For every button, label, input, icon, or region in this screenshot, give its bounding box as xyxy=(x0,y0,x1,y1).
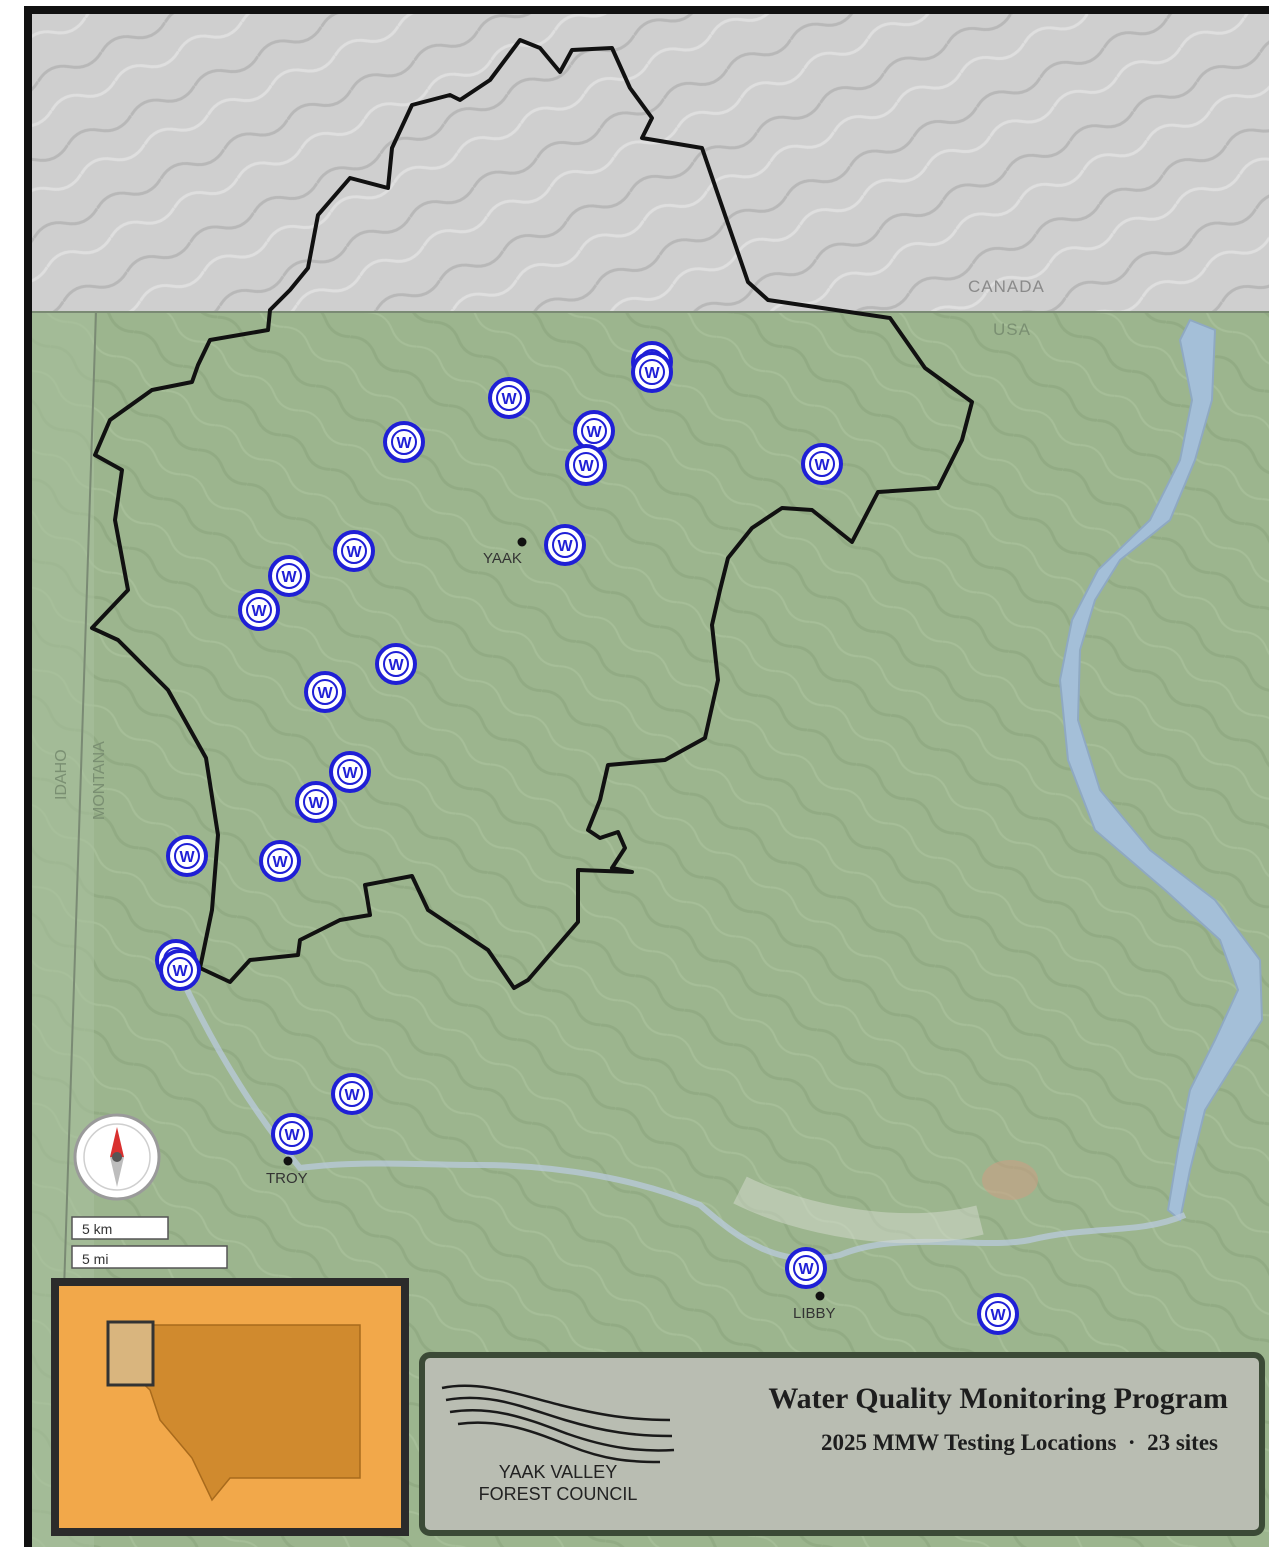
marker-letter: W xyxy=(251,603,267,620)
watershed-boundary xyxy=(90,38,974,990)
scale-mi-label: 5 mi xyxy=(82,1251,108,1267)
yaak-dot xyxy=(517,537,527,547)
libby-label[interactable]: LIBBY xyxy=(793,1305,836,1322)
water-monitoring-marker-icon[interactable]: W xyxy=(565,444,607,486)
marker-letter: W xyxy=(557,538,573,555)
kootenai-river xyxy=(177,973,1187,1262)
marker-letter: W xyxy=(501,391,517,408)
map-frame: WWWWWWWWWWWWWWWWWWWWWWW YAAK TROY LIBBY … xyxy=(24,6,1269,1547)
marker-letter: W xyxy=(798,1261,814,1278)
marker-letter: W xyxy=(342,765,358,782)
water-monitoring-marker-icon[interactable]: W xyxy=(268,555,310,597)
marker-letter: W xyxy=(586,424,602,441)
org-name-line1: YAAK VALLEY xyxy=(499,1462,617,1482)
marker-letter: W xyxy=(172,963,188,980)
scale-km-label: 5 km xyxy=(82,1221,112,1237)
water-monitoring-marker-icon[interactable]: W xyxy=(785,1247,827,1289)
canada-label: CANADA xyxy=(968,277,1045,296)
water-monitoring-marker-icon[interactable]: W xyxy=(166,835,208,877)
idaho-montana-border xyxy=(63,311,97,1291)
river-waves-logo-icon xyxy=(441,1384,675,1464)
marker-letter: W xyxy=(317,685,333,702)
marker-letter: W xyxy=(284,1127,300,1144)
yaak-label[interactable]: YAAK xyxy=(483,550,522,567)
water-monitoring-marker-icon[interactable]: W xyxy=(544,524,586,566)
water-monitoring-marker-icon[interactable]: W xyxy=(271,1113,313,1155)
marker-letter: W xyxy=(388,657,404,674)
legend-subtitle: 2025 MMW Testing Locations · 23 sites xyxy=(821,1430,1218,1455)
marker-letter: W xyxy=(578,458,594,475)
libby-dot xyxy=(815,1291,825,1301)
marker-letter: W xyxy=(308,795,324,812)
map-canvas[interactable]: WWWWWWWWWWWWWWWWWWWWWWW YAAK TROY LIBBY … xyxy=(24,6,1269,1547)
water-monitoring-marker-icon[interactable]: W xyxy=(159,949,201,991)
water-monitoring-marker-icon[interactable]: W xyxy=(304,671,346,713)
water-monitoring-marker-icon[interactable]: W xyxy=(259,840,301,882)
marker-letter: W xyxy=(346,544,362,561)
water-monitoring-marker-icon[interactable]: W xyxy=(488,377,530,419)
troy-dot xyxy=(283,1156,293,1166)
study-area-box xyxy=(106,1320,155,1387)
monitoring-markers: WWWWWWWWWWWWWWWWWWWWWWW xyxy=(155,341,1019,1335)
marker-letter: W xyxy=(644,365,660,382)
water-monitoring-marker-icon[interactable]: W xyxy=(295,781,337,823)
water-monitoring-marker-icon[interactable]: W xyxy=(333,530,375,572)
valley-highlight xyxy=(733,1176,984,1243)
water-monitoring-marker-icon[interactable]: W xyxy=(238,589,280,631)
water-monitoring-marker-icon[interactable]: W xyxy=(375,643,417,685)
idaho-label: IDAHO xyxy=(53,749,70,800)
marker-letter: W xyxy=(272,854,288,871)
org-name-line2: FOREST COUNCIL xyxy=(479,1484,638,1504)
legend-title: Water Quality Monitoring Program xyxy=(768,1382,1228,1415)
water-monitoring-marker-icon[interactable]: W xyxy=(329,751,371,793)
water-monitoring-marker-icon[interactable]: W xyxy=(977,1293,1019,1335)
locator-inset xyxy=(51,1278,409,1536)
place-labels: YAAK TROY LIBBY xyxy=(266,537,836,1322)
compass-rose-icon xyxy=(73,1113,161,1201)
water-monitoring-marker-icon[interactable]: W xyxy=(573,410,615,452)
canada-terrain-texture xyxy=(32,14,1269,312)
water-monitoring-marker-icon[interactable]: W xyxy=(631,351,673,393)
marker-letter: W xyxy=(396,435,412,452)
scale-bar: 5 km 5 mi xyxy=(71,1216,228,1269)
water-monitoring-marker-icon[interactable]: W xyxy=(383,421,425,463)
burn-area xyxy=(982,1160,1038,1200)
usa-label: USA xyxy=(993,320,1031,339)
water-monitoring-marker-icon[interactable]: W xyxy=(801,443,843,485)
marker-letter: W xyxy=(179,849,195,866)
legend-panel: YAAK VALLEY FOREST COUNCIL Water Quality… xyxy=(419,1352,1265,1536)
marker-letter: W xyxy=(281,569,297,586)
marker-letter: W xyxy=(344,1087,360,1104)
marker-letter: W xyxy=(990,1307,1006,1324)
montana-label: MONTANA xyxy=(91,741,108,820)
marker-letter: W xyxy=(814,457,830,474)
troy-label[interactable]: TROY xyxy=(266,1170,308,1187)
water-monitoring-marker-icon[interactable]: W xyxy=(331,1073,373,1115)
